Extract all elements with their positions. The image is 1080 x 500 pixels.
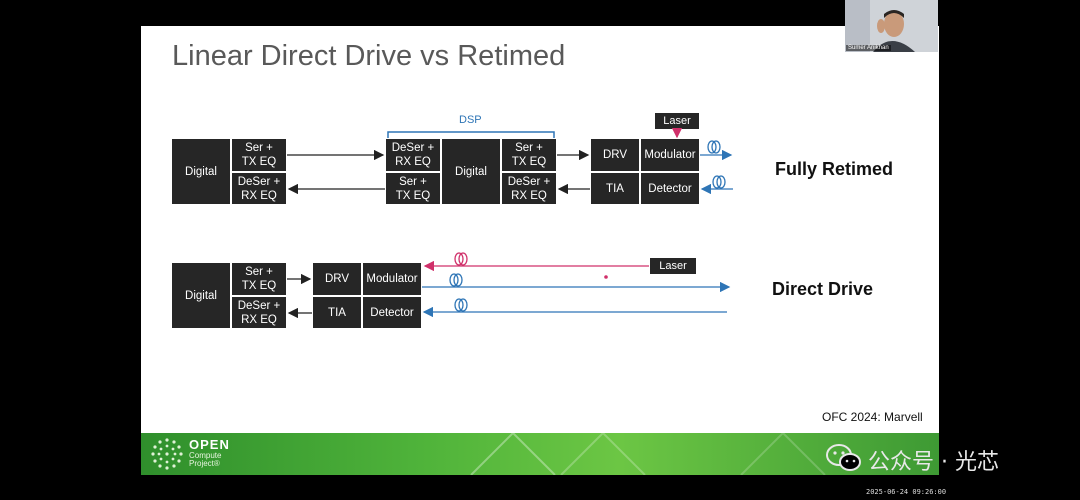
dsp-rx-eq-in: DeSer + RX EQ (386, 139, 440, 171)
presenter-avatar (845, 0, 938, 52)
retimed-rx-fiber (700, 175, 733, 195)
retimed-tia: TIA (591, 173, 639, 204)
direct-laser-fiber (423, 252, 649, 272)
direct-laser-label: Laser (650, 258, 696, 274)
retimed-label: Fully Retimed (775, 159, 894, 179)
laser-dot (604, 275, 608, 279)
retimed-tx-fiber (700, 140, 733, 161)
footer-chevrons (470, 433, 826, 475)
ocp-brand: OPEN (189, 437, 230, 452)
webcam-overlay: Sumer Anikhan (845, 0, 938, 52)
direct-tx-fiber (422, 273, 731, 293)
retimed-detector: Detector (641, 173, 699, 204)
retimed-host-digital: Digital (172, 139, 230, 204)
retimed-laser-label: Laser (655, 113, 699, 129)
wechat-icon (826, 444, 861, 471)
dsp-tx-eq-out: Ser + TX EQ (502, 139, 556, 171)
direct-rx-fiber (422, 298, 727, 318)
direct-drv: DRV (313, 263, 361, 295)
slide-title: Linear Direct Drive vs Retimed (172, 40, 566, 72)
dsp-rx-eq-back: DeSer + RX EQ (502, 173, 556, 204)
direct-modulator: Modulator (363, 263, 421, 295)
presenter-name: Sumer Anikhan (846, 45, 891, 51)
direct-label: Direct Drive (772, 279, 874, 299)
dsp-label: DSP (459, 114, 482, 126)
watermark: 公众号 · 光芯 (820, 440, 1060, 476)
direct-tia: TIA (313, 297, 361, 328)
dsp-bracket (387, 131, 555, 138)
retimed-host-tx-eq: Ser + TX EQ (232, 139, 286, 171)
recording-timestamp: 2025-06-24 09:26:00 (866, 488, 947, 496)
direct-host-rx-eq: DeSer + RX EQ (232, 297, 286, 328)
direct-host-tx-eq: Ser + TX EQ (232, 263, 286, 295)
slide-credit: OFC 2024: Marvell (822, 410, 923, 424)
dsp-digital: Digital (442, 139, 500, 204)
ocp-footer-band: OPEN Compute Project® (141, 433, 939, 475)
direct-host-digital: Digital (172, 263, 230, 328)
ocp-subtitle: Compute Project® (189, 451, 222, 468)
ocp-logo-icon (151, 438, 183, 470)
slide: Linear Direct Drive vs Retimed Digital S… (141, 26, 939, 475)
retimed-host-rx-eq: DeSer + RX EQ (232, 173, 286, 204)
watermark-text: 公众号 · 光芯 (868, 450, 999, 475)
dsp-tx-eq-back: Ser + TX EQ (386, 173, 440, 204)
diagram-connectors (287, 127, 733, 319)
retimed-drv: DRV (591, 139, 639, 171)
retimed-modulator: Modulator (641, 139, 699, 171)
direct-detector: Detector (363, 297, 421, 328)
